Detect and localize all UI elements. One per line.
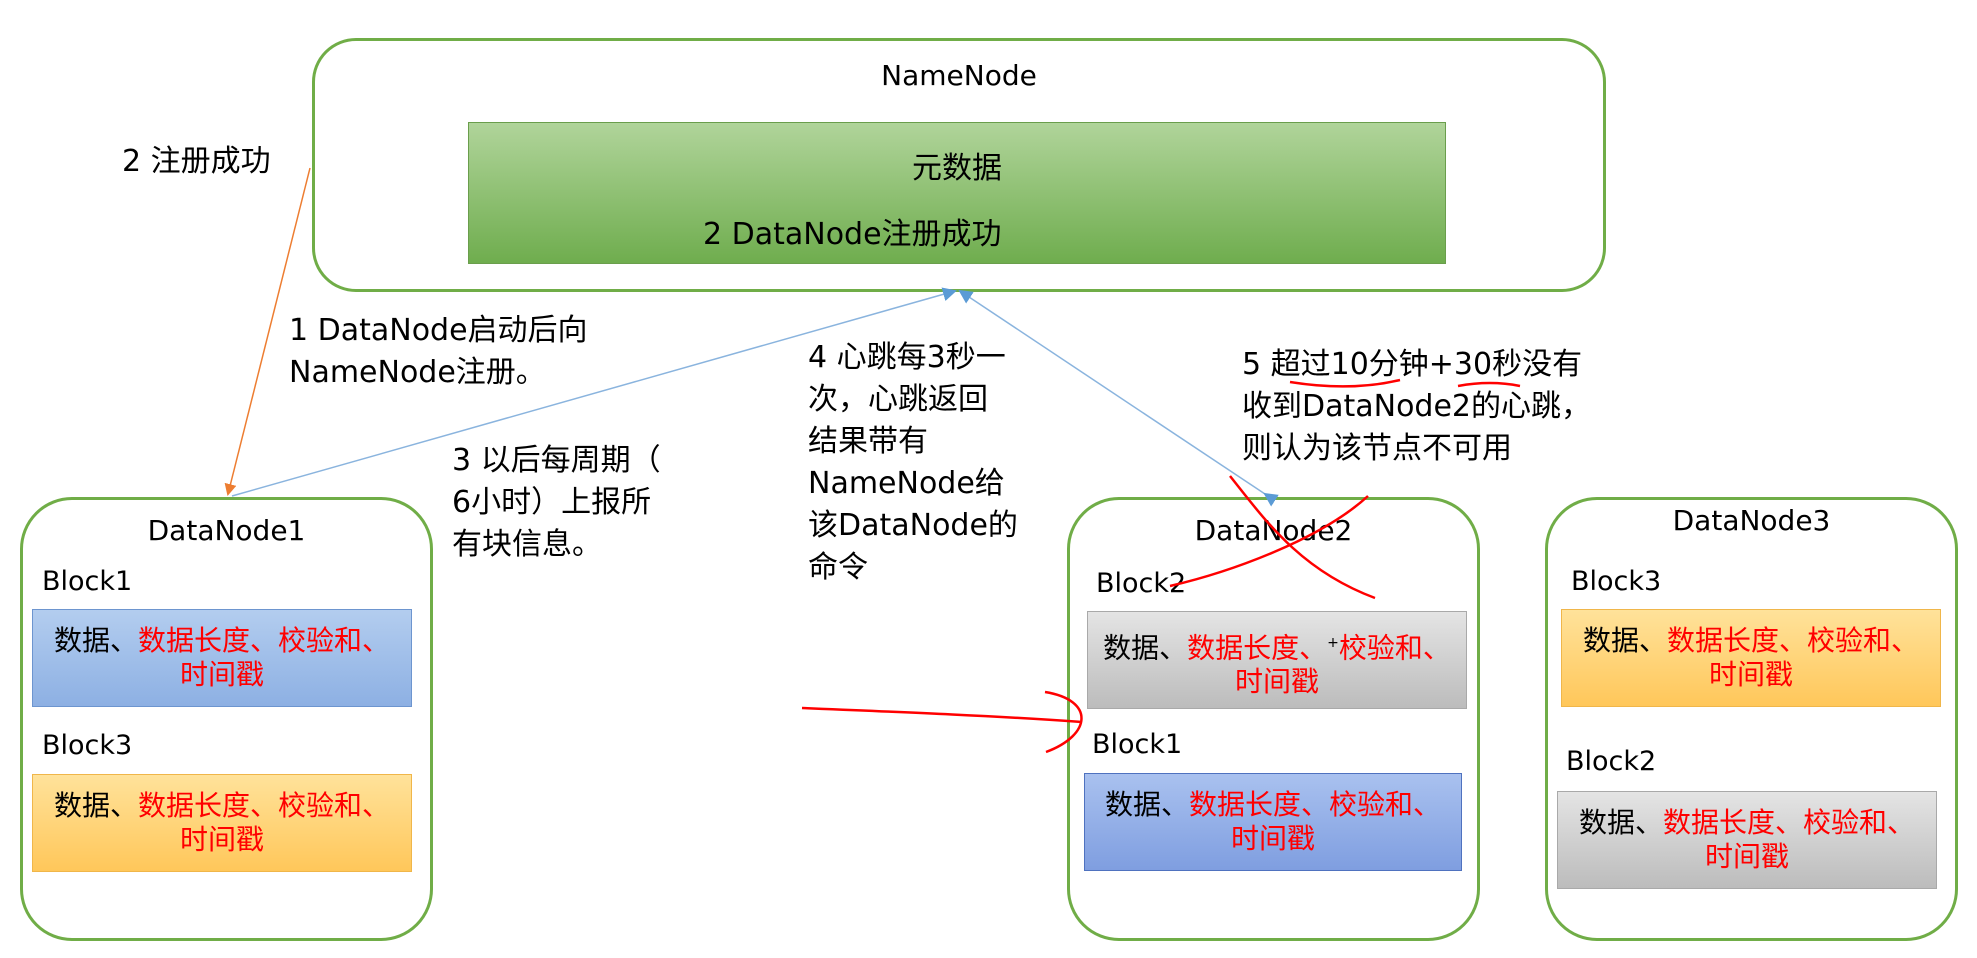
report-arrow <box>231 287 957 497</box>
heartbeat-note-line: 命令 <box>808 550 868 585</box>
timeout-note-line: 5 超过10分钟+30秒没有 <box>1242 347 1583 382</box>
handwritten-arrow-mark <box>801 706 1083 724</box>
datanode3-block2-label: Block2 <box>1566 746 1657 777</box>
underline-mark <box>1289 378 1401 388</box>
heartbeat-note-line: 次，心跳返回 <box>808 382 988 417</box>
datanode1-block3-box: 数据、数据长度、校验和、 时间戳 <box>32 774 412 872</box>
block-meta-text: 数据长度、校验和、 <box>1667 624 1920 657</box>
heartbeat-note-line: 结果带有 <box>808 424 928 459</box>
report-note-line: 3 以后每周期（ <box>452 443 661 478</box>
strike-through-mark <box>1169 495 1369 588</box>
datanode2-block2-box: 数据、数据长度、+校验和、 时间戳 <box>1087 611 1467 709</box>
block-timestamp-text: 时间戳 <box>179 823 264 856</box>
register-note-line: 1 DataNode启动后向 <box>289 313 588 348</box>
datanode3-block3-label: Block3 <box>1571 566 1662 597</box>
strike-through-mark <box>1229 475 1376 600</box>
report-note-line: 6小时）上报所 <box>452 485 652 520</box>
block-meta-text: 数据长度、校验和、 <box>138 624 391 657</box>
metadata-title: 元数据 <box>912 151 1002 186</box>
block-meta-text: 数据长度、校验和、 <box>1189 788 1442 821</box>
register-note-line: NameNode注册。 <box>289 355 546 390</box>
register-success-note: 2 注册成功 <box>122 144 271 179</box>
block-data-text: 数据、 <box>53 624 138 657</box>
namenode-title: NameNode <box>881 59 1037 92</box>
plus-mark: + <box>1327 635 1339 651</box>
datanode1-block1-label: Block1 <box>42 566 133 597</box>
block-timestamp-text: 时间戳 <box>179 658 264 691</box>
datanode1-block1-box: 数据、数据长度、校验和、 时间戳 <box>32 609 412 707</box>
block-data-text: 数据、 <box>1104 788 1189 821</box>
register-note: 1 DataNode启动后向 NameNode注册。 <box>289 310 588 394</box>
block-meta-text: 数据长度、校验和、 <box>138 789 391 822</box>
timeout-note: 5 超过10分钟+30秒没有 收到DataNode2的心跳， 则认为该节点不可用 <box>1242 344 1591 470</box>
block-data-text: 数据、 <box>1103 631 1188 665</box>
datanode3-title: DataNode3 <box>1672 504 1831 537</box>
block-checksum-text: 校验和、 <box>1338 631 1451 665</box>
report-note: 3 以后每周期（ 6小时）上报所 有块信息。 <box>452 440 661 566</box>
block-timestamp-text: 时间戳 <box>1708 658 1793 691</box>
datanode3-block2-box: 数据、数据长度、校验和、 时间戳 <box>1557 791 1937 889</box>
datanode1-block3-label: Block3 <box>42 730 133 761</box>
timeout-note-line: 则认为该节点不可用 <box>1242 431 1512 466</box>
heartbeat-arrow <box>958 289 1279 507</box>
block-meta-text: 数据长度、校验和、 <box>1663 806 1916 839</box>
metadata-box: 元数据 2 DataNode注册成功 <box>468 122 1446 264</box>
block-data-text: 数据、 <box>53 789 138 822</box>
underline-mark <box>1457 381 1521 388</box>
block-data-text: 数据、 <box>1582 624 1667 657</box>
datanode2-block1-label: Block1 <box>1092 729 1183 760</box>
datanode3-block3-box: 数据、数据长度、校验和、 时间戳 <box>1561 609 1941 707</box>
metadata-registration-text: 2 DataNode注册成功 <box>703 217 1002 252</box>
handwritten-arrow-mark <box>1044 690 1083 754</box>
block-timestamp-text: 时间戳 <box>1704 840 1789 873</box>
datanode1-title: DataNode1 <box>147 514 306 547</box>
block-timestamp-text: 时间戳 <box>1234 665 1319 699</box>
block-timestamp-text: 时间戳 <box>1230 822 1315 855</box>
report-note-line: 有块信息。 <box>452 527 602 562</box>
datanode2-block1-box: 数据、数据长度、校验和、 时间戳 <box>1084 773 1462 871</box>
timeout-note-line: 收到DataNode2的心跳， <box>1242 389 1592 424</box>
register-arrow <box>224 167 311 496</box>
block-meta-text: 数据长度、 <box>1187 631 1328 665</box>
heartbeat-note-line: 该DataNode的 <box>808 508 1018 543</box>
datanode2-block2-label: Block2 <box>1096 568 1187 599</box>
block-data-text: 数据、 <box>1578 806 1663 839</box>
